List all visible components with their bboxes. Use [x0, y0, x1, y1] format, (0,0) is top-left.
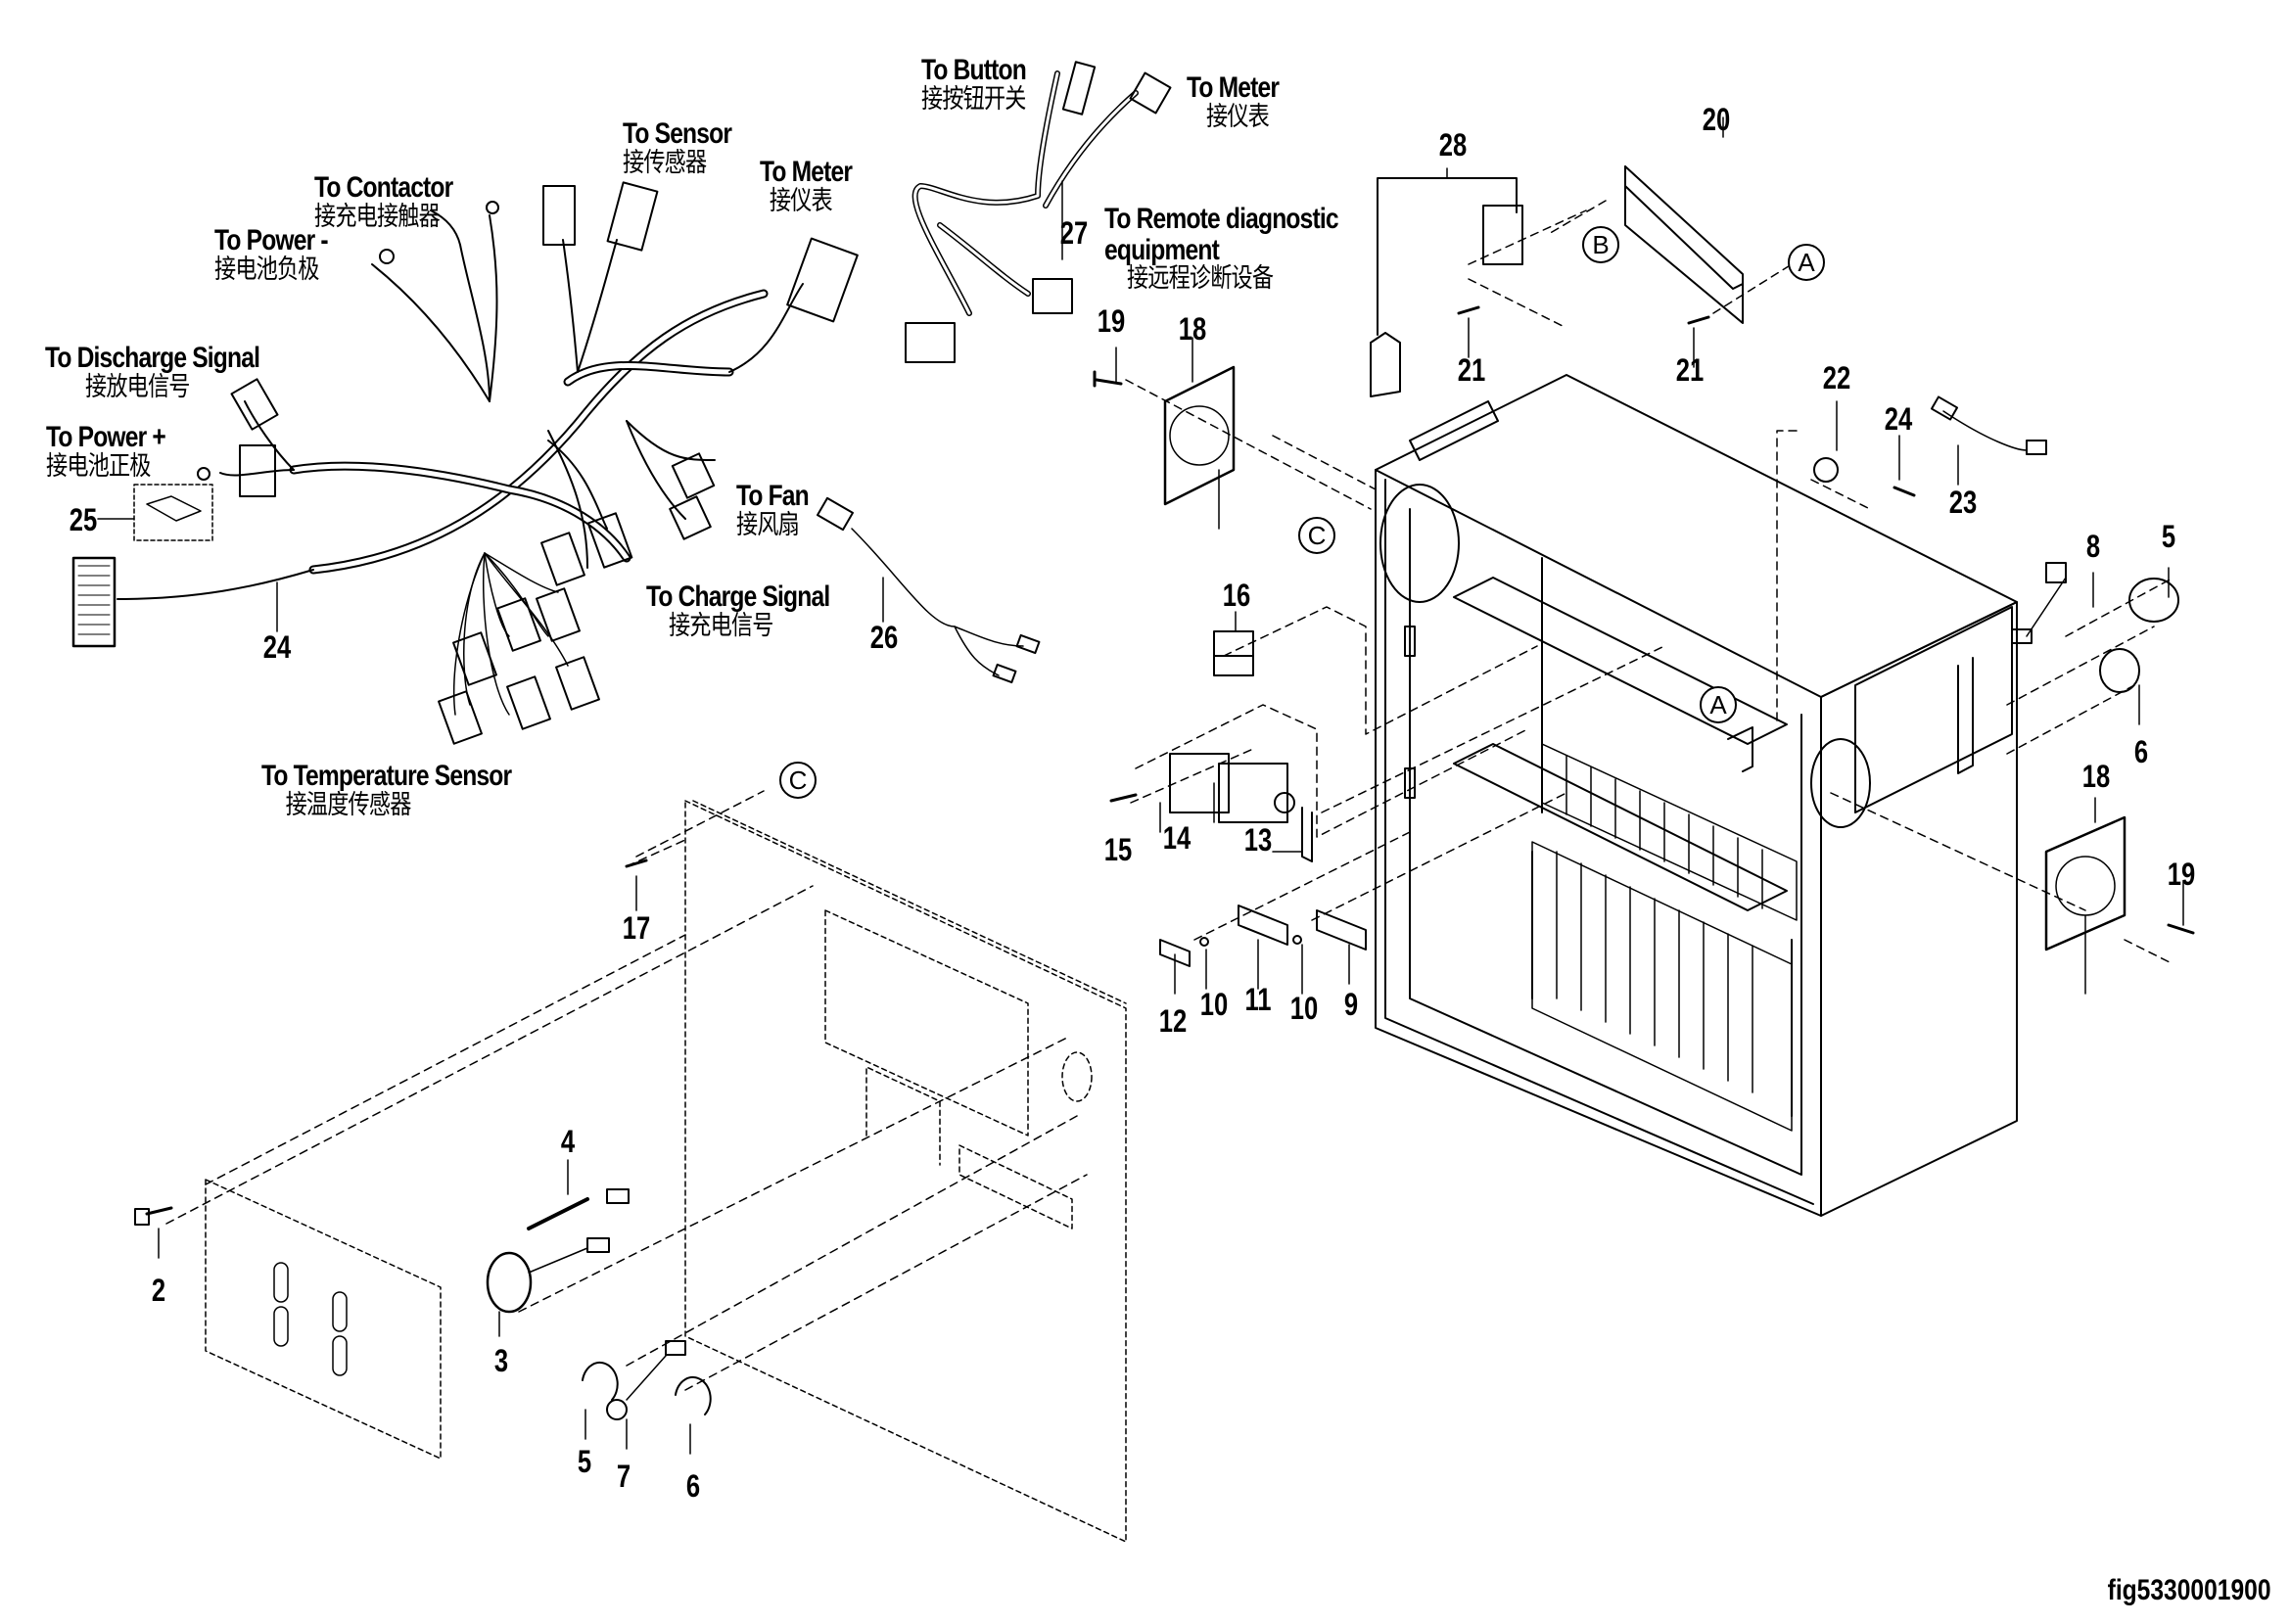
callout-7: 7 [616, 1459, 631, 1494]
label-zh: 接放电信号 [85, 371, 190, 402]
label-zh: 接仪表 [769, 185, 833, 216]
label-en: To Meter [760, 156, 853, 188]
label-en: To Power + [46, 421, 166, 453]
callout-11: 11 [1244, 982, 1272, 1017]
callout-25: 25 [69, 502, 98, 537]
label-zh: 接传感器 [623, 147, 707, 178]
callout-21-b: 21 [1675, 352, 1705, 388]
callout-26: 26 [869, 620, 899, 655]
callout-10-a: 10 [1199, 987, 1229, 1022]
leader-lines [158, 317, 2184, 1455]
label-zh: 接电池负极 [214, 254, 319, 285]
cable-26 [817, 496, 1041, 684]
wire-harness [71, 181, 859, 745]
label-to-button: To Button 接按钮开关 [921, 54, 1027, 115]
label-en: To Sensor [623, 117, 732, 150]
label-zh: 接仪表 [1206, 101, 1270, 132]
callout-10-b: 10 [1289, 991, 1319, 1026]
label-en: To Temperature Sensor [261, 760, 512, 792]
label-zh: 接充电接触器 [314, 201, 441, 232]
label-to-contactor: To Contactor 接充电接触器 [314, 171, 453, 232]
label-to-meter-top: To Meter 接仪表 [1187, 71, 1280, 132]
callout-20: 20 [1702, 102, 1731, 137]
callout-14: 14 [1162, 820, 1192, 856]
ref-marker-a-cabinet: A [1700, 686, 1737, 723]
label-en: To Remote diagnostic [1104, 203, 1339, 235]
callout-5-lower: 5 [577, 1444, 592, 1479]
callout-8: 8 [2085, 529, 2101, 564]
callout-22: 22 [1822, 360, 1851, 395]
callout-6-lower: 6 [685, 1468, 701, 1504]
label-zh: 接风扇 [736, 509, 800, 540]
callout-21-a: 21 [1457, 352, 1486, 388]
label-zh: 接按钮开关 [921, 83, 1026, 115]
label-to-power-positive: To Power + 接电池正极 [46, 421, 166, 482]
label-zh: 接电池正极 [46, 450, 151, 482]
callout-2: 2 [151, 1273, 166, 1308]
cable-27 [905, 61, 1172, 363]
main-connector [71, 556, 117, 648]
front-panel [684, 800, 1127, 1543]
cabinet [1375, 374, 2018, 1217]
label-to-meter: To Meter 接仪表 [760, 156, 853, 216]
callout-15: 15 [1103, 832, 1133, 867]
callout-18-right: 18 [2081, 759, 2111, 794]
callout-9: 9 [1343, 987, 1359, 1022]
callout-16: 16 [1222, 578, 1251, 613]
label-en: To Meter [1187, 71, 1280, 104]
label-en: To Power - [214, 224, 329, 256]
callout-12: 12 [1158, 1003, 1188, 1039]
label-en-line2: equipment [1104, 233, 1220, 266]
callout-4: 4 [560, 1124, 576, 1159]
small-parts [134, 116, 2195, 1420]
label-zh: 接远程诊断设备 [1126, 263, 1274, 294]
label-to-power-negative: To Power - 接电池负极 [214, 224, 329, 285]
callout-18-left: 18 [1178, 311, 1207, 347]
label-en: To Contactor [314, 171, 453, 204]
ref-marker-b: B [1582, 226, 1619, 263]
callout-6-right: 6 [2133, 734, 2149, 769]
callout-27: 27 [1059, 215, 1089, 251]
callout-28: 28 [1438, 127, 1468, 162]
label-to-sensor: To Sensor 接传感器 [623, 117, 732, 178]
callout-5-right: 5 [2161, 519, 2176, 554]
figure-id: fig5330001900 [2107, 1574, 2270, 1606]
callout-17: 17 [622, 910, 651, 946]
label-zh: 接充电信号 [668, 610, 773, 641]
label-to-temperature-sensor: To Temperature Sensor 接温度传感器 [261, 760, 512, 820]
ref-marker-c-cabinet: C [1298, 517, 1335, 554]
callout-19-left: 19 [1097, 303, 1126, 339]
ref-marker-a-top: A [1788, 244, 1825, 281]
label-to-fan: To Fan 接风扇 [736, 480, 810, 540]
ref-marker-c-panel: C [779, 762, 817, 799]
label-en: To Discharge Signal [45, 342, 260, 374]
label-to-remote-diagnostic: To Remote diagnostic equipment 接远程诊断设备 [1104, 203, 1339, 294]
label-en: To Charge Signal [646, 580, 830, 613]
label-en: To Fan [736, 480, 810, 512]
callout-24-harness: 24 [262, 629, 292, 665]
label-en: To Button [921, 54, 1027, 86]
label-to-charge-signal: To Charge Signal 接充电信号 [646, 580, 830, 641]
callout-13: 13 [1243, 822, 1273, 858]
label-zh: 接温度传感器 [285, 789, 412, 820]
vent-cover-panel [205, 1179, 442, 1460]
callout-24-screw: 24 [1884, 401, 1913, 437]
label-to-discharge-signal: To Discharge Signal 接放电信号 [45, 342, 260, 402]
callout-23: 23 [1948, 485, 1978, 520]
callout-3: 3 [493, 1343, 509, 1378]
callout-19-right: 19 [2167, 857, 2196, 892]
